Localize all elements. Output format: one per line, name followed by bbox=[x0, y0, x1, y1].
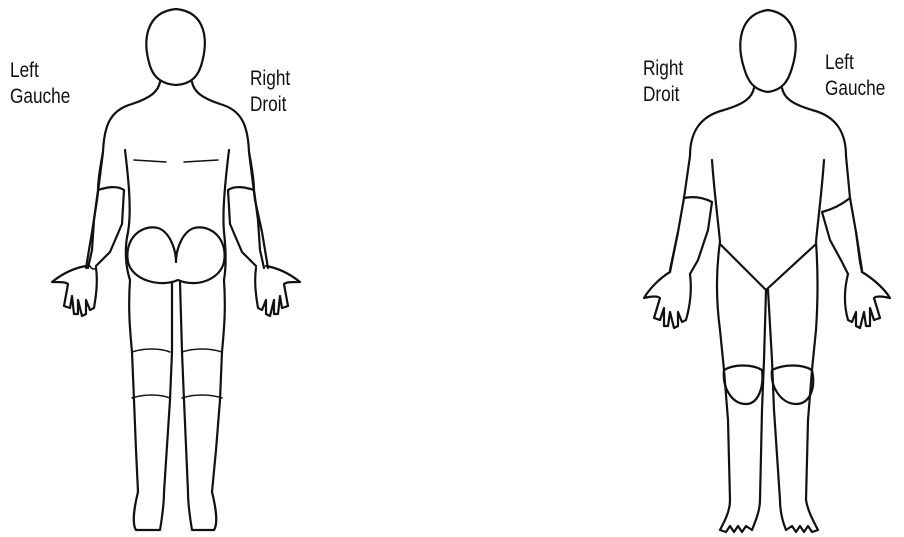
back-left-hand bbox=[52, 266, 97, 316]
front-feet bbox=[720, 500, 818, 532]
back-right-arm bbox=[228, 152, 264, 268]
back-inner-legs bbox=[164, 282, 188, 492]
back-buttocks bbox=[127, 227, 224, 283]
front-left-hand bbox=[845, 272, 890, 328]
back-torso-outline bbox=[86, 82, 268, 352]
back-feet bbox=[134, 492, 216, 530]
front-right-arm bbox=[670, 197, 712, 274]
back-head bbox=[146, 9, 204, 85]
front-pelvis bbox=[720, 244, 816, 290]
front-outer-legs bbox=[720, 330, 816, 500]
back-waist-line bbox=[134, 160, 218, 162]
front-inner-legs bbox=[760, 290, 780, 500]
front-left-arm bbox=[822, 198, 862, 274]
back-view-figure bbox=[52, 9, 300, 530]
back-lower-legs bbox=[132, 352, 222, 492]
back-right-hand bbox=[255, 266, 300, 316]
front-head bbox=[740, 10, 795, 92]
front-view-figure bbox=[644, 10, 890, 532]
front-right-hand bbox=[644, 272, 691, 328]
front-knees bbox=[724, 366, 813, 405]
back-knee-bands bbox=[132, 349, 222, 398]
back-left-arm bbox=[88, 152, 124, 268]
